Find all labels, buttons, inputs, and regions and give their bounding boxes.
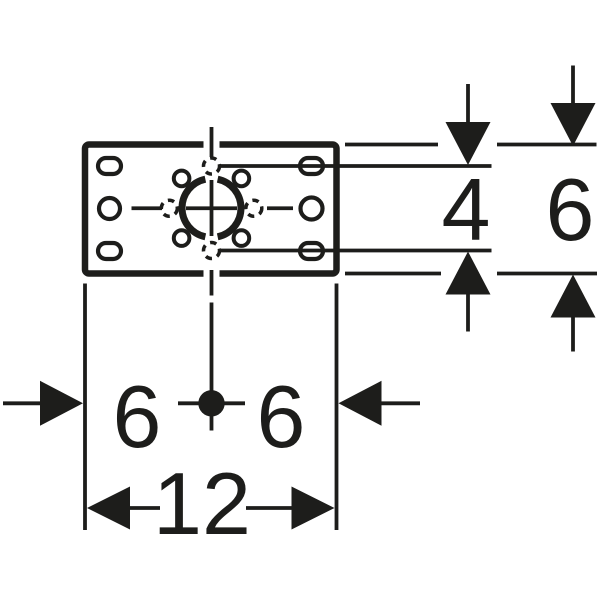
dim-6l-arrowhead (40, 380, 83, 426)
dim-6-left-label: 6 (113, 367, 162, 466)
dimension-hole-rows-spacing: 4 (219, 84, 492, 332)
dim-12-label: 12 (153, 454, 251, 553)
dim-6h-bottom-arrowhead (550, 274, 596, 318)
central-ring-right-arc (216, 175, 245, 241)
hidden-hole-left (159, 198, 180, 218)
centerlines (131, 127, 293, 431)
round-hole-right (298, 195, 325, 222)
center-point-dot (198, 390, 225, 417)
dim-4-bottom-arrowhead (445, 251, 491, 295)
slot-hole-top-left (95, 155, 124, 177)
dim-4-label: 4 (442, 160, 491, 259)
central-assembly (159, 156, 264, 261)
slot-hole-bottom-left (95, 240, 124, 262)
dim-6h-top-arrowhead (550, 103, 596, 146)
dim-12-left-arrowhead (87, 486, 130, 530)
dim-6-height-label: 6 (546, 160, 595, 259)
dimension-plate-height: 6 (345, 65, 597, 352)
hidden-hole-right (244, 198, 264, 218)
dim-4-top-arrowhead (445, 122, 491, 165)
dimension-half-widths: 6 6 (3, 367, 420, 466)
round-hole-left (96, 195, 123, 222)
dim-12-right-arrowhead (291, 486, 335, 530)
central-ring-left-arc (178, 175, 207, 241)
bolt-hole-top-right (231, 168, 252, 189)
bolt-hole-bottom-right (231, 228, 252, 248)
bolt-hole-bottom-left (171, 228, 192, 248)
bolt-hole-top-left (171, 168, 192, 189)
dim-6-right-label: 6 (257, 367, 306, 466)
dim-6r-arrowhead (338, 380, 382, 426)
dimension-plate-width: 12 (87, 454, 335, 553)
